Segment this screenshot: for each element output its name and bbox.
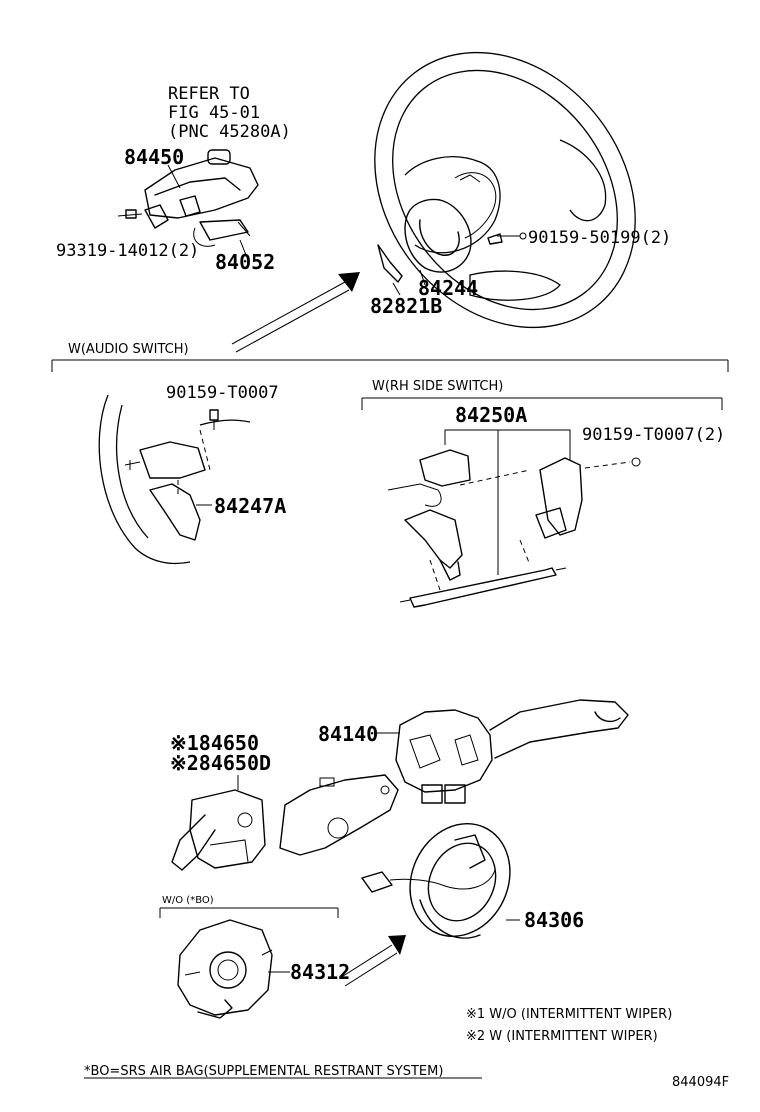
leader-84052: [239, 239, 247, 256]
part-label-84052: 84052: [215, 250, 275, 274]
note-intermittent-wiper-1: ※1 W/O (INTERMITTENT WIPER): [466, 1007, 672, 1022]
audio-switch-drawing: [98, 394, 251, 565]
part-label-84306: 84306: [524, 908, 584, 932]
arrow-to-wheel: [231, 272, 360, 353]
section-label-wo-bo: W/O (*BO): [162, 895, 214, 906]
steering-wheel-drawing: [374, 51, 636, 329]
audio-switch-bracket: [51, 359, 729, 372]
wo-bo-bracket: [159, 907, 339, 918]
drawing-id: 844094F: [672, 1075, 729, 1090]
leader-84450: [167, 164, 181, 189]
arrow-to-spiral: [339, 935, 406, 987]
part-label-84140: 84140: [318, 722, 378, 746]
part-label-84650d: ※284650D: [170, 751, 271, 775]
footnote-srs-airbag: *BO=SRS AIR BAG(SUPPLEMENTAL RESTRANT SY…: [84, 1064, 443, 1079]
part-label-90159-t0007-2: 90159-T0007(2): [582, 425, 725, 445]
wiper-switch-drawing: [171, 775, 266, 871]
leader-84244: [419, 269, 426, 286]
refer-line-1: REFER TO: [168, 84, 250, 104]
part-label-84650: ※184650: [170, 731, 259, 755]
part-label-84450: 84450: [124, 145, 184, 169]
part-label-84312: 84312: [290, 960, 350, 984]
rh-switch-bracket: [361, 397, 723, 410]
column-bracket-drawing: [279, 774, 399, 856]
section-label-rh-side-switch: W(RH SIDE SWITCH): [372, 379, 503, 394]
part-label-84247a: 84247A: [214, 494, 286, 518]
refer-line-2: FIG 45-01: [168, 103, 260, 123]
part-label-90159-50199: 90159-50199(2): [528, 228, 671, 248]
part-label-82821b: 82821B: [370, 294, 442, 318]
part-label-90159-t0007: 90159-T0007: [166, 383, 279, 403]
refer-line-3: (PNC 45280A): [168, 122, 291, 142]
turn-signal-switch-drawing: [375, 699, 629, 804]
section-label-audio-switch: W(AUDIO SWITCH): [68, 342, 189, 357]
note-intermittent-wiper-2: ※2 W (INTERMITTENT WIPER): [466, 1029, 658, 1044]
leader-82821b: [392, 282, 401, 296]
part-label-84250a: 84250A: [455, 403, 527, 427]
combination-switch-drawing: [117, 149, 259, 247]
part-label-84244: 84244: [418, 276, 478, 300]
spiral-cable-drawing: [361, 822, 520, 939]
part-label-93319: 93319-14012(2): [56, 241, 199, 261]
rh-side-switch-drawing: [387, 429, 641, 608]
steering-sensor-drawing: [177, 919, 290, 1019]
